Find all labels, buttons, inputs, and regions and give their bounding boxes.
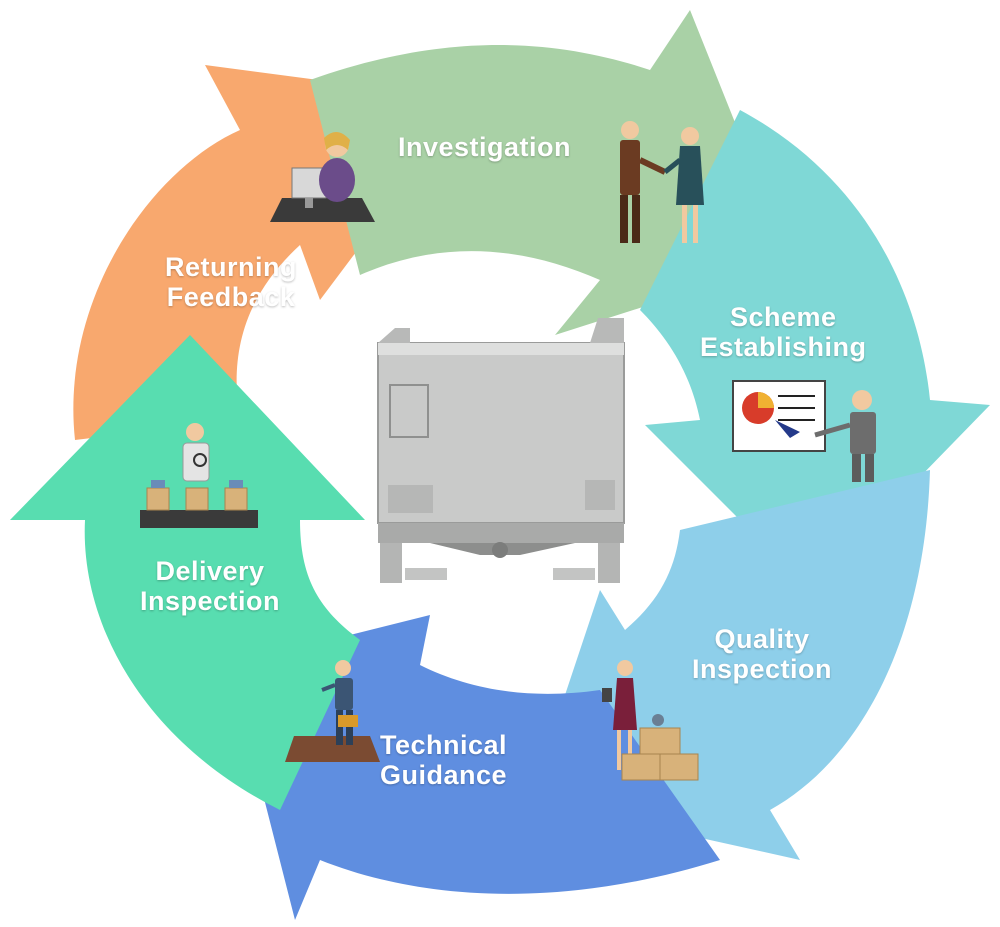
step-label-technical: Technical Guidance bbox=[380, 730, 508, 790]
step-label-scheme: Scheme Establishing bbox=[700, 302, 867, 362]
arrow-scheme bbox=[640, 110, 990, 590]
step-label-delivery: Delivery Inspection bbox=[140, 556, 281, 616]
operator-computer-icon bbox=[270, 131, 375, 222]
arrow-delivery bbox=[10, 335, 365, 810]
conveyor-inspection-icon bbox=[140, 423, 258, 528]
tote-tank-image bbox=[377, 318, 625, 583]
presentation-icon bbox=[732, 380, 876, 482]
step-label-feedback: Returning Feedback bbox=[165, 252, 297, 312]
handshake-icon bbox=[620, 121, 704, 243]
worker-icon bbox=[285, 660, 380, 762]
step-label-investigation: Investigation bbox=[398, 132, 572, 162]
step-label-quality: Quality Inspection bbox=[692, 624, 833, 684]
inspector-boxes-icon bbox=[602, 660, 699, 781]
